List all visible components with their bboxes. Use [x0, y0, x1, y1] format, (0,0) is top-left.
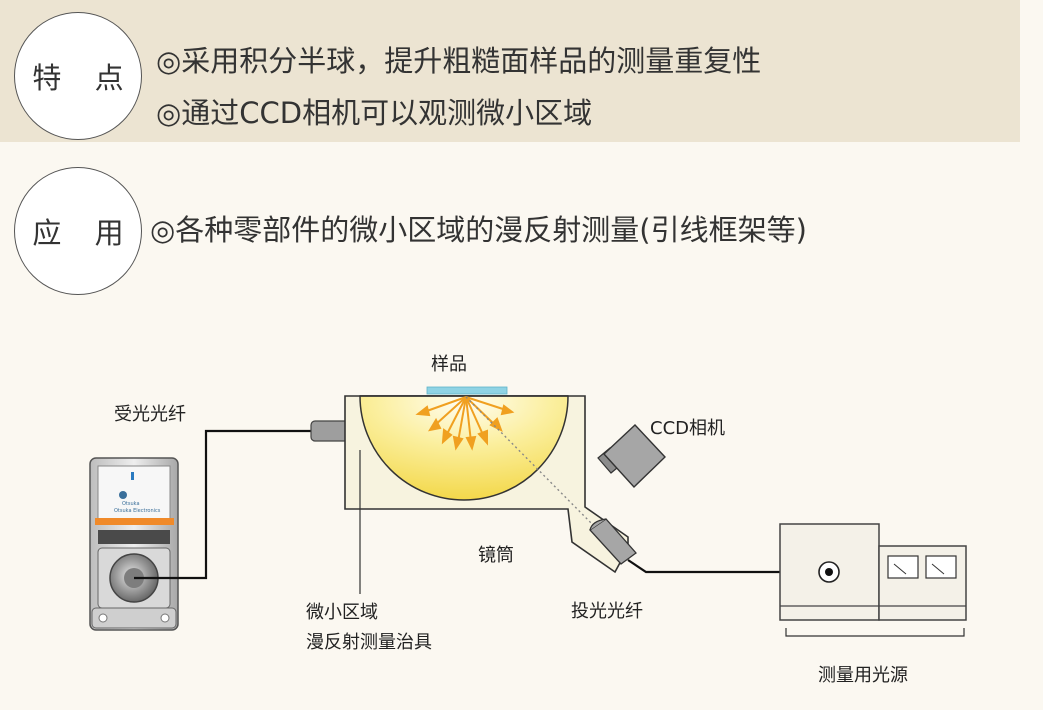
meter-icon [887, 555, 919, 579]
features-band [0, 0, 1020, 142]
projecting-fiber-line [627, 559, 829, 574]
label-lens-tube: 镜筒 [478, 545, 514, 566]
device-logo-line1: Otsuka [122, 501, 140, 507]
meter-icon [925, 555, 957, 579]
label-sample: 样品 [431, 354, 467, 375]
receiving-fiber-line [134, 429, 312, 580]
features-badge: 特 点 [14, 12, 142, 140]
label-receiving-fiber: 受光光纤 [114, 404, 186, 425]
integrating-hemisphere [359, 395, 569, 501]
projecting-fiber-connector [589, 518, 637, 565]
otsuka-logo-icon [119, 491, 127, 499]
light-source-bracket [785, 628, 965, 637]
feature-item-2: ◎通过CCD相机可以观测微小区域 [156, 96, 593, 130]
label-light-source: 测量用光源 [818, 665, 908, 686]
label-projecting-fiber: 投光光纤 [571, 601, 643, 622]
label-fixture-line1: 微小区域 [306, 602, 378, 623]
orange-stripe [95, 518, 174, 525]
label-fixture-line2: 漫反射测量治具 [306, 632, 432, 653]
device-logo-line2: Otsuka Electronics [114, 508, 161, 514]
applications-badge: 应 用 [14, 167, 142, 295]
spectrometer-device [89, 457, 179, 631]
label-ccd-camera: CCD相机 [650, 418, 725, 439]
feature-item-1: ◎采用积分半球，提升粗糙面样品的测量重复性 [156, 44, 762, 78]
sample-plate [426, 386, 508, 395]
light-source-unit [779, 523, 967, 621]
application-item-1: ◎各种零部件的微小区域的漫反射测量(引线框架等) [150, 213, 807, 247]
ccd-camera [597, 424, 666, 489]
